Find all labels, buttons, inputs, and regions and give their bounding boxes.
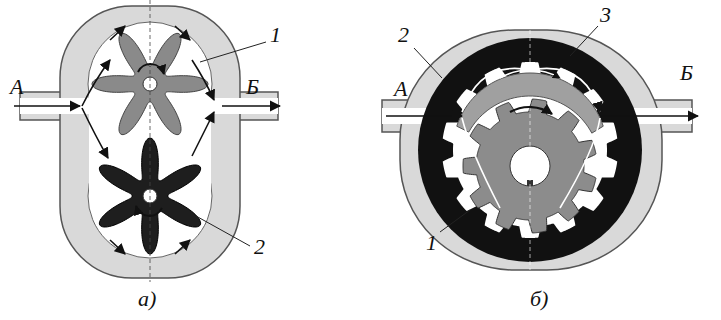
leader-lines <box>196 26 598 246</box>
callout-number: 1 <box>426 232 437 254</box>
port-label: А <box>394 78 407 100</box>
figure-label: б) <box>530 288 548 310</box>
callout-number: 2 <box>398 24 409 46</box>
callout-number: 1 <box>270 24 281 46</box>
port-label: А <box>10 76 23 98</box>
callout-number: 3 <box>600 4 611 26</box>
internal-gear-pump <box>382 30 698 270</box>
external-gear-pump <box>14 0 280 282</box>
callout-number: 2 <box>254 236 265 258</box>
port-label: Б <box>246 76 259 98</box>
figure-label: а) <box>138 288 156 310</box>
port-label: Б <box>680 62 693 84</box>
